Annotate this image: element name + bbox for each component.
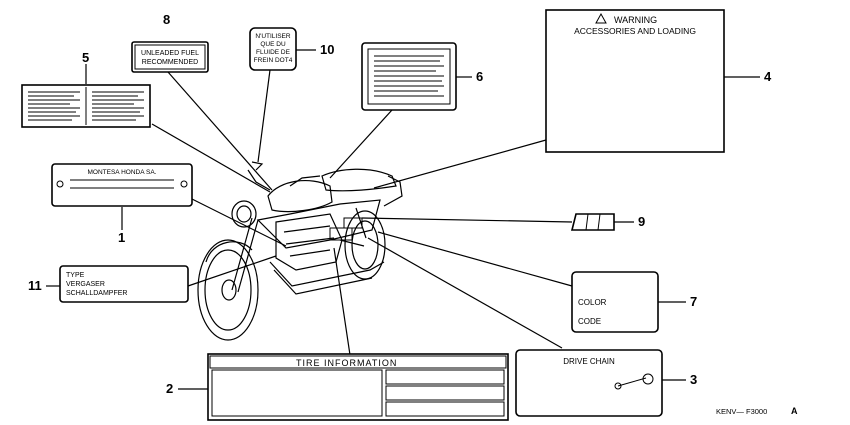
callout-8: 8 <box>163 12 170 27</box>
drive-chain-text: DRIVE CHAIN <box>563 357 615 366</box>
label-unleaded-fuel: UNLEADED FUEL RECOMMENDED <box>131 41 209 73</box>
label-plate-montesa: MONTESA HONDA SA. <box>51 163 193 207</box>
brake-fluid-line-1: N'UTILISER <box>255 33 290 40</box>
brake-fluid-line-3: FLUIDE DE <box>256 49 291 56</box>
callout-2: 2 <box>166 381 173 396</box>
callout-1: 1 <box>118 230 125 245</box>
callout-3: 3 <box>690 372 697 387</box>
label-color-code: COLOR CODE <box>571 271 659 333</box>
montesa-text: MONTESA HONDA SA. <box>88 169 157 176</box>
label-brake-fluid: N'UTILISER QUE DU FLUIDE DE FREIN DOT4 <box>249 27 297 71</box>
label-6 <box>361 42 457 111</box>
accessories-text: ACCESSORIES AND LOADING <box>574 26 696 36</box>
tire-information-text: TIRE INFORMATION <box>296 358 397 368</box>
label-9 <box>570 213 615 231</box>
type-line-3: SCHALLDAMPFER <box>66 290 127 297</box>
brake-fluid-line-2: QUE DU <box>260 41 286 48</box>
unleaded-text-1: UNLEADED FUEL <box>141 50 199 57</box>
diagram-code: KENV— F3000 <box>716 407 767 416</box>
callout-10: 10 <box>320 42 334 57</box>
label-type-plate: TYPE VERGASER SCHALLDAMPFER <box>59 265 189 303</box>
type-line-1: TYPE <box>66 272 85 279</box>
warning-text: WARNING <box>614 15 657 25</box>
unleaded-text-2: RECOMMENDED <box>142 59 198 66</box>
motorcycle-drawing <box>197 161 403 341</box>
callout-4: 4 <box>764 69 772 84</box>
type-line-2: VERGASER <box>66 281 105 288</box>
brake-fluid-line-4: FREIN DOT4 <box>254 57 293 64</box>
color-text: COLOR <box>578 298 607 307</box>
label-drive-chain: DRIVE CHAIN <box>515 349 663 417</box>
callout-11: 11 <box>28 278 42 293</box>
callout-numbers: 1 2 3 4 5 6 7 8 9 10 11 <box>28 12 772 396</box>
diagram-code-suffix: A <box>791 406 798 416</box>
callout-6: 6 <box>476 69 483 84</box>
label-tire-information: TIRE INFORMATION <box>207 353 509 421</box>
label-5 <box>21 84 151 128</box>
label-warning: WARNING ACCESSORIES AND LOADING <box>545 9 725 153</box>
leader-lines <box>46 49 760 390</box>
code-text: CODE <box>578 317 601 326</box>
callout-9: 9 <box>638 214 645 229</box>
callout-7: 7 <box>690 294 697 309</box>
callout-5: 5 <box>82 50 89 65</box>
